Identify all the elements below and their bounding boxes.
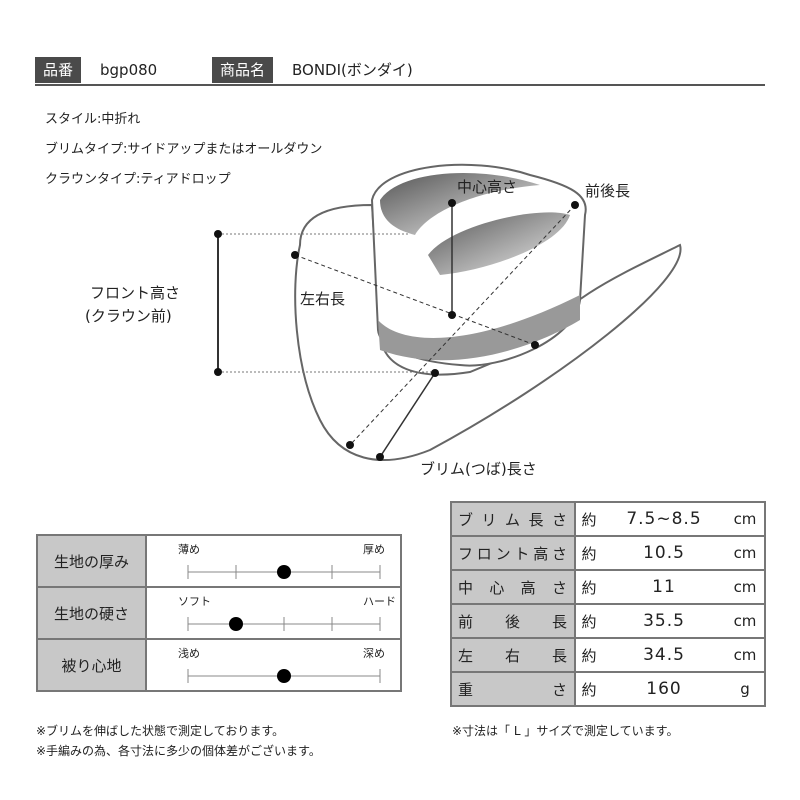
scale-slider: [187, 669, 381, 683]
crown-pinch: [428, 212, 570, 275]
label-brim-length: ブリム(つば)長さ: [420, 460, 537, 478]
spec-crown: クラウンタイプ:ティアドロップ: [45, 172, 231, 187]
code-value: bgp080: [100, 61, 158, 79]
scale-row: 被り心地 浅め 深め: [36, 638, 402, 692]
measurement-unit: cm: [726, 603, 766, 639]
label-front-back: 前後長: [585, 182, 631, 200]
measurement-unit: cm: [726, 637, 766, 673]
measurement-approx: 約: [574, 603, 602, 639]
note-size: ※寸法は「 L 」サイズで測定しています。: [452, 724, 679, 738]
measurement-unit: cm: [726, 569, 766, 605]
measurement-name: 前後長: [450, 603, 576, 639]
measurement-row: 重さ 約 160 g: [450, 671, 766, 707]
scale-cell: ソフト ハード: [145, 586, 402, 640]
scale-label: 生地の厚み: [36, 534, 147, 588]
left-right-line: [294, 254, 536, 346]
note-handmade: ※手編みの為、各寸法に多少の個体差がございます。: [36, 744, 321, 758]
label-front-height-sub: (クラウン前): [85, 307, 172, 325]
measurement-name: 中心高さ: [450, 569, 576, 605]
label-center-height: 中心高さ: [457, 178, 518, 196]
scale-min-label: 薄め: [178, 543, 200, 556]
measurement-approx: 約: [574, 535, 602, 571]
scale-cell: 薄め 厚め: [145, 534, 402, 588]
scale-label: 被り心地: [36, 638, 147, 692]
measurement-value: 11: [602, 569, 726, 605]
measurement-row: ブリム長さ 約 7.5~8.5 cm: [450, 501, 766, 537]
fabric-scale-table: 生地の厚み 薄め 厚め 生地の硬さ ソフト ハード 被り心地 浅め 深め: [36, 534, 402, 692]
measurement-value: 34.5: [602, 637, 726, 673]
scale-marker: [277, 565, 291, 579]
hat-band: [378, 295, 580, 361]
front-back-line: [349, 204, 576, 446]
measurement-value: 10.5: [602, 535, 726, 571]
scale-slider: [187, 565, 381, 579]
name-value: BONDI(ボンダイ): [292, 61, 413, 79]
brim-length-line: [379, 372, 436, 458]
measure-points: [214, 199, 579, 461]
crown-dent: [380, 173, 540, 235]
measurement-approx: 約: [574, 501, 602, 537]
measurement-row: 中心高さ 約 11 cm: [450, 569, 766, 605]
scale-marker: [229, 617, 243, 631]
measurement-row: 左右長 約 34.5 cm: [450, 637, 766, 673]
scale-marker: [277, 669, 291, 683]
scale-label: 生地の硬さ: [36, 586, 147, 640]
label-left-right: 左右長: [300, 290, 346, 308]
scale-slider: [187, 617, 381, 631]
spec-brim: ブリムタイプ:サイドアップまたはオールダウン: [45, 142, 323, 157]
scale-row: 生地の硬さ ソフト ハード: [36, 586, 402, 640]
measurement-value: 160: [602, 671, 726, 707]
name-label: 商品名: [212, 57, 274, 83]
code-label: 品番: [35, 57, 82, 83]
spec-style: スタイル:中折れ: [45, 112, 141, 127]
scale-row: 生地の厚み 薄め 厚め: [36, 534, 402, 588]
measurement-name: 重さ: [450, 671, 576, 707]
measurement-unit: g: [726, 671, 766, 707]
label-front-height: フロント高さ: [90, 284, 181, 302]
scale-min-label: 浅め: [178, 647, 200, 660]
scale-max-label: ハード: [363, 595, 396, 608]
scale-cell: 浅め 深め: [145, 638, 402, 692]
measurement-unit: cm: [726, 535, 766, 571]
scale-min-label: ソフト: [178, 595, 211, 608]
scale-max-label: 深め: [363, 647, 385, 660]
measurement-approx: 約: [574, 671, 602, 707]
hat-diagram: [214, 163, 682, 461]
measurement-approx: 約: [574, 569, 602, 605]
measurement-value: 7.5~8.5: [602, 501, 726, 537]
measurement-name: 左右長: [450, 637, 576, 673]
measurement-row: フロント高さ 約 10.5 cm: [450, 535, 766, 571]
measurement-unit: cm: [726, 501, 766, 537]
measurement-value: 35.5: [602, 603, 726, 639]
measurement-name: フロント高さ: [450, 535, 576, 571]
note-brim: ※ブリムを伸ばした状態で測定しております。: [36, 724, 285, 738]
measurement-row: 前後長 約 35.5 cm: [450, 603, 766, 639]
measurement-approx: 約: [574, 637, 602, 673]
header-divider: [35, 84, 765, 86]
measurement-name: ブリム長さ: [450, 501, 576, 537]
scale-max-label: 厚め: [363, 543, 385, 556]
